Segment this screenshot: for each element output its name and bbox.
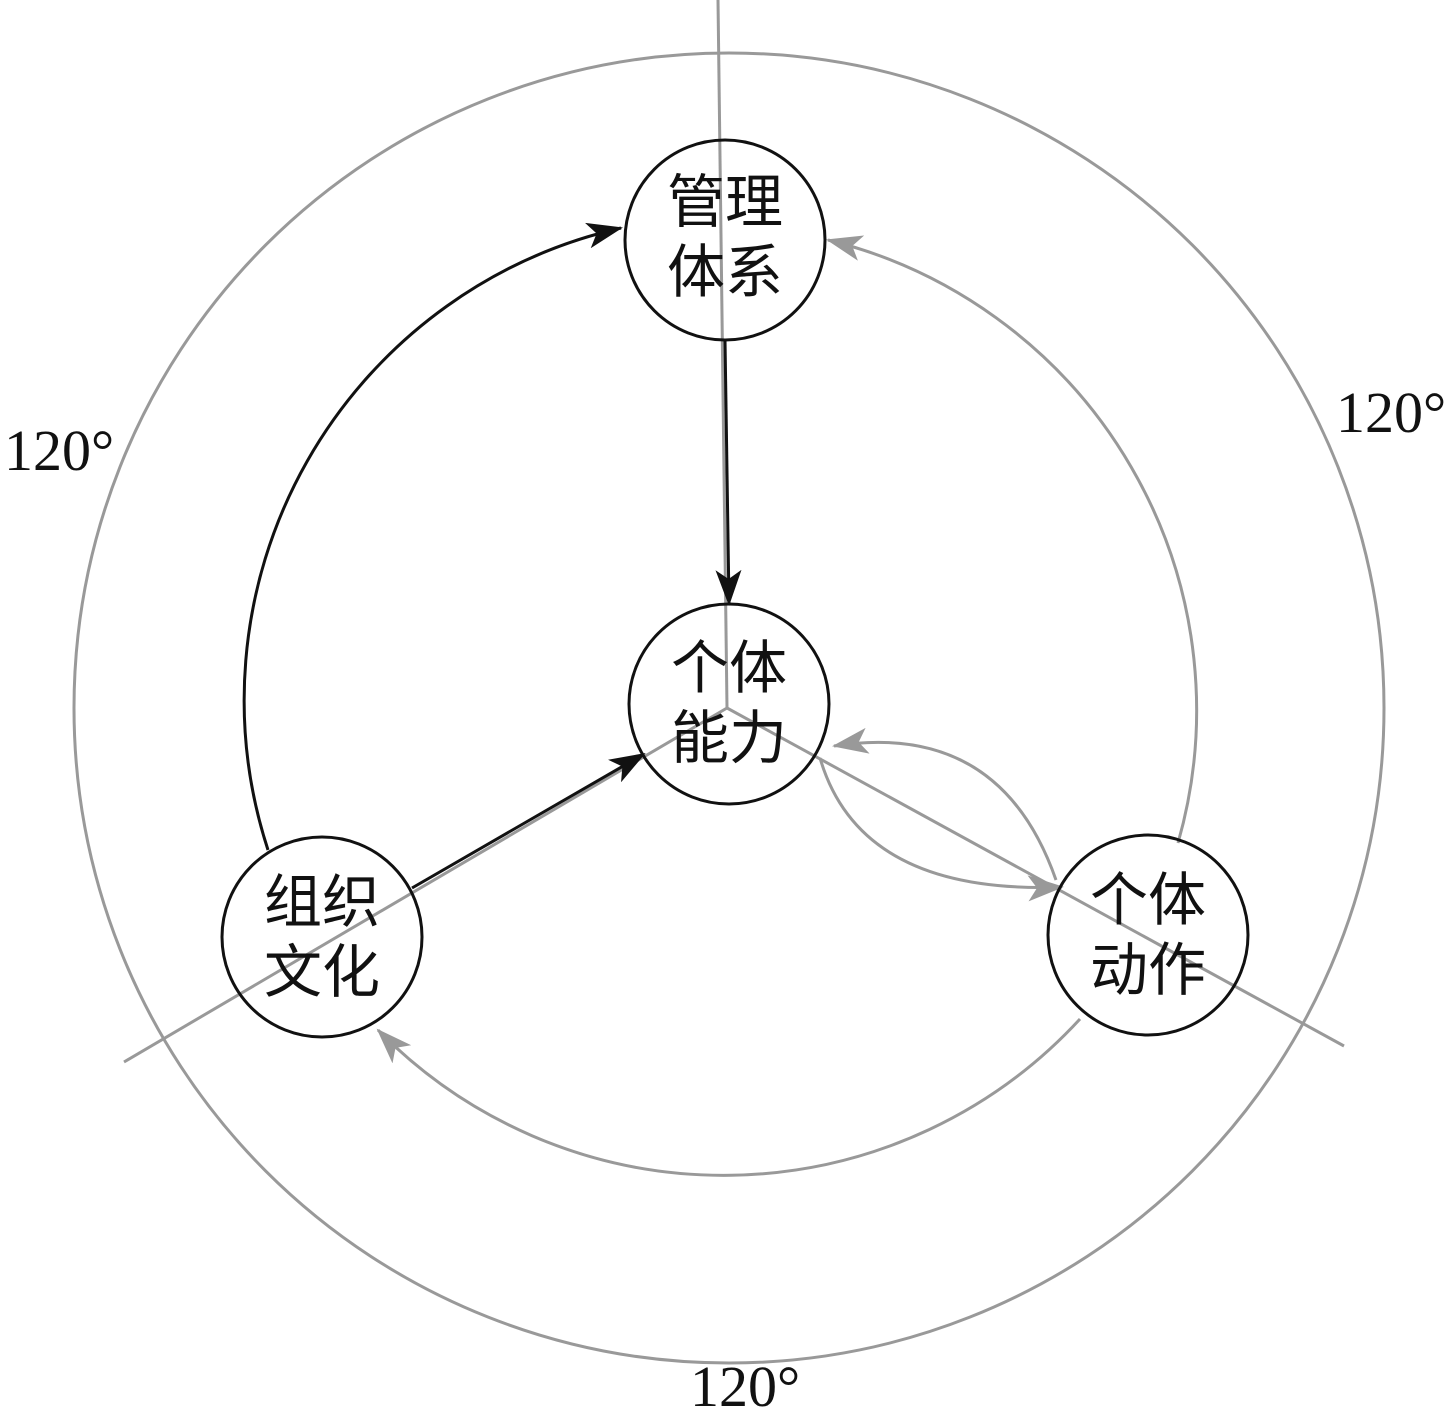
node-action-line1: 个体 (1090, 866, 1206, 934)
angle-label-right: 120° (1336, 380, 1446, 445)
arrow-action-to-ability (832, 727, 1058, 881)
node-management-line1: 管理 (667, 168, 783, 236)
node-management-line2: 体系 (667, 238, 783, 306)
arrow-management-to-ability (715, 339, 742, 606)
arrow-action-to-culture (376, 1017, 1082, 1177)
node-culture-line2: 文化 (264, 938, 380, 1006)
angle-label-bottom: 120° (690, 1354, 800, 1419)
arrow-culture-to-ability (411, 752, 646, 890)
node-management-system: 管理 体系 (623, 138, 827, 342)
node-ability-line1: 个体 (671, 634, 787, 702)
outer-circle (72, 51, 1386, 1365)
arrow-action-to-management (826, 235, 1199, 844)
arrow-ability-to-action (818, 757, 1064, 902)
node-individual-ability: 个体 能力 (627, 602, 831, 806)
arrow-culture-to-management (242, 222, 623, 851)
node-action-line2: 动作 (1090, 936, 1206, 1004)
divider-line-left (123, 706, 728, 1064)
node-ability-line2: 能力 (671, 704, 787, 772)
angle-label-left: 120° (4, 418, 114, 483)
node-organization-culture: 组织 文化 (220, 835, 424, 1039)
node-culture-line1: 组织 (264, 868, 380, 936)
node-individual-action: 个体 动作 (1046, 833, 1250, 1037)
